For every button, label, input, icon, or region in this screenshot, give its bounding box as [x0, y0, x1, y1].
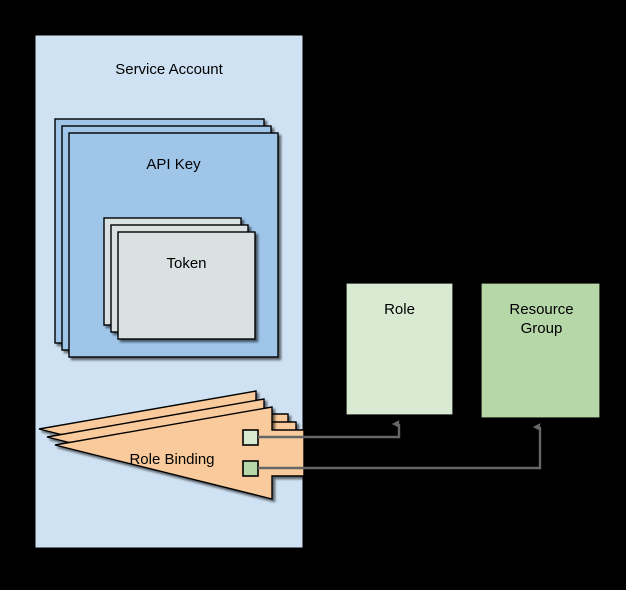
node-role-binding-stack[interactable]: [38, 390, 305, 500]
role-binding-arrow-front: [54, 406, 305, 500]
edge-role-binding-to-resource-group[interactable]: [258, 423, 542, 470]
role-ref-port: [242, 429, 259, 446]
node-token-stack[interactable]: [103, 217, 256, 340]
role-binding-ports[interactable]: [242, 429, 259, 477]
node-role[interactable]: [345, 282, 454, 416]
token-card-front: [117, 231, 256, 340]
resource-group-ref-port: [242, 460, 259, 477]
edge-role-binding-to-role[interactable]: [258, 420, 401, 439]
node-resource-group[interactable]: [480, 282, 601, 419]
edges-layer: [258, 420, 542, 470]
